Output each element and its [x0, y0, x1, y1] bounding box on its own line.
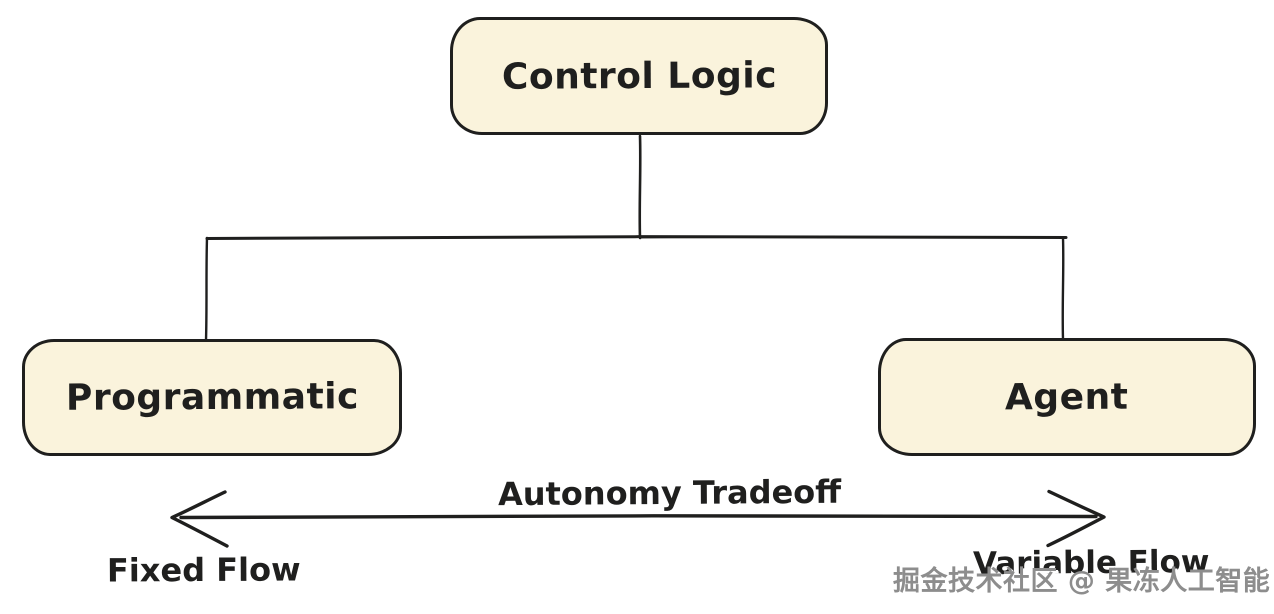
node-agent-label: Agent	[1005, 376, 1129, 418]
connector-horizontal-rail-sketch	[639, 236, 1064, 239]
node-control-logic: Control Logic	[450, 17, 828, 135]
tradeoff-arrow-shaft	[179, 514, 1098, 520]
tradeoff-axis-label: Autonomy Tradeoff	[497, 472, 842, 514]
connector-root-stem	[638, 134, 642, 240]
connector-horizontal-rail	[205, 235, 1068, 240]
connector-left-drop	[204, 236, 209, 342]
node-programmatic-label: Programmatic	[65, 376, 359, 419]
connector-right-drop	[1061, 236, 1065, 341]
tradeoff-arrowhead-left	[170, 490, 229, 548]
fixed-flow-label: Fixed Flow	[106, 550, 301, 590]
node-agent: Agent	[878, 338, 1256, 456]
node-control-logic-label: Control Logic	[501, 54, 777, 98]
tradeoff-arrowhead-right	[1046, 489, 1106, 548]
node-programmatic: Programmatic	[22, 339, 402, 456]
watermark-text: 掘金技术社区 @ 果冻人工智能	[893, 566, 1271, 597]
